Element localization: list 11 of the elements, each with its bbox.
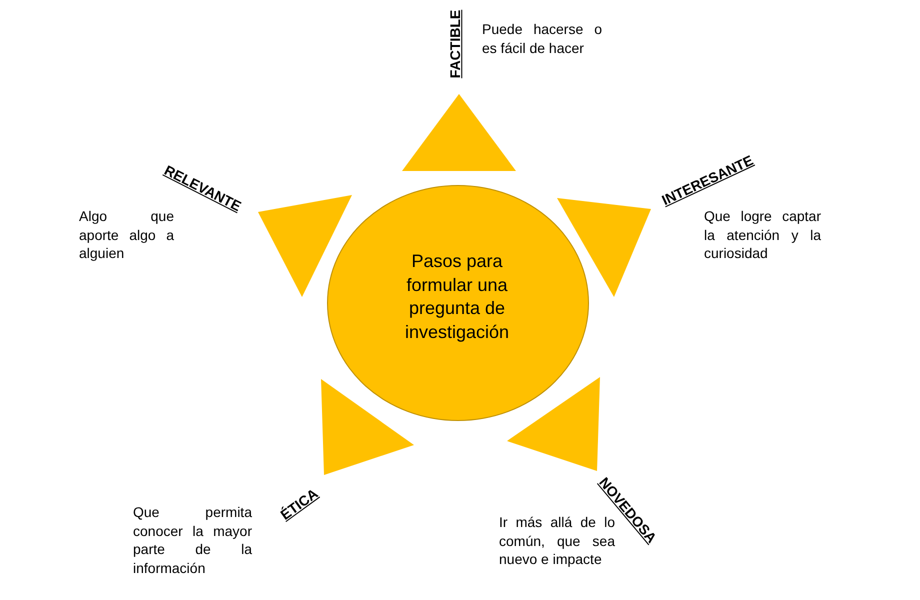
description-text: Puede hacerse o es fácil de hacer (482, 20, 602, 57)
triangle-shape (258, 195, 352, 297)
circle-label: Pasos para formular una pregunta de investigación (404, 250, 510, 344)
triangle-shape (321, 379, 414, 475)
description-text: Que permita conocer la mayor parte de la información (133, 503, 252, 577)
triangle-shape (402, 94, 516, 171)
triangle-shape (507, 377, 600, 471)
rotated-heading: FACTIBLE (447, 10, 464, 78)
description-text: Que logre captar la atención y la curiosidad (704, 207, 821, 262)
triangle-shape (557, 198, 651, 297)
description-text: Algo que aporte algo a alguien (79, 208, 174, 262)
